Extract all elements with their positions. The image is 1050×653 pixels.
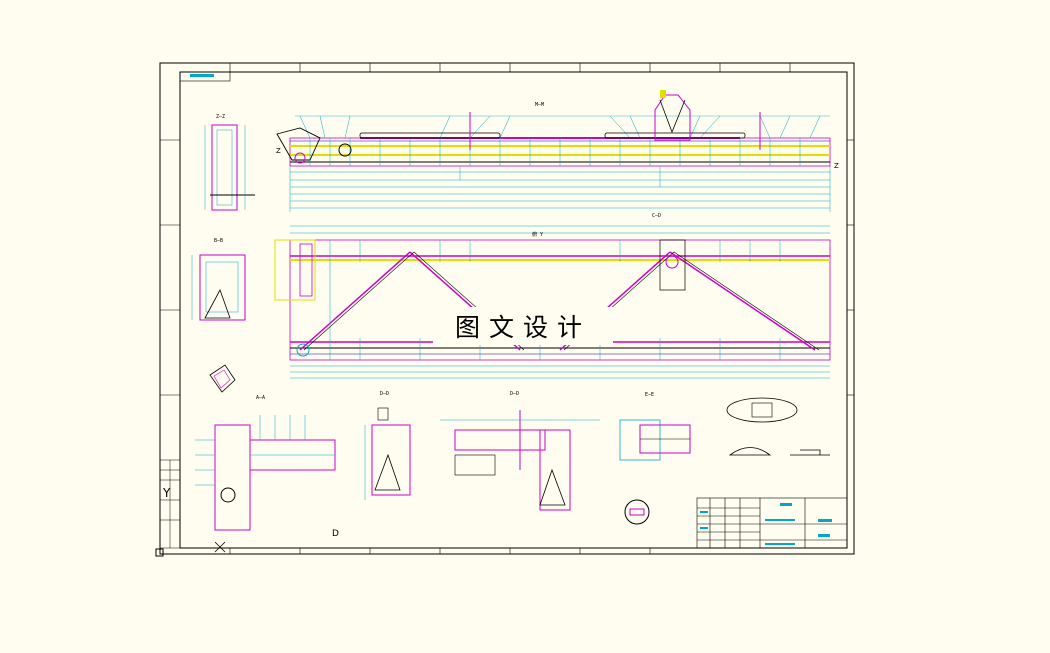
view-title-dd-right: D—D (510, 391, 519, 397)
corner-marker (155, 548, 164, 557)
view-title-zz: Z—Z (216, 114, 225, 120)
view-title-d: D (332, 529, 339, 539)
axis-y-mark: Y (162, 486, 171, 500)
section-dd-left: D—D D (332, 391, 411, 539)
view-title-ee: E—E (645, 392, 654, 398)
view-title-aa: A—A (256, 395, 265, 401)
plan-truss-view: 俯 Y C—D (274, 213, 831, 379)
section-aa: A—A (195, 395, 336, 553)
view-title-dd-left: D—D (380, 391, 389, 397)
title-block-text (700, 503, 832, 545)
corner-stamp-text (190, 74, 214, 77)
section-zz: Z—Z (204, 114, 255, 211)
revision-table (159, 459, 181, 549)
watermark-banner: 图文设计 (433, 307, 613, 345)
view-title-plan: 俯 Y (532, 231, 543, 238)
section-ee: E—E (619, 392, 691, 525)
view-title-bb: B—B (214, 238, 223, 244)
top-elevation-view: M—M Z Z (276, 90, 839, 212)
section-dd-right: D—D (440, 391, 600, 511)
title-block (696, 497, 848, 549)
z-mark-right: Z (834, 162, 839, 170)
view-title-top: M—M (535, 102, 544, 108)
z-mark-left: Z (276, 147, 281, 155)
zone-ticks (160, 63, 854, 554)
detail-ellipse (726, 397, 830, 456)
detail-hook (209, 364, 236, 393)
section-bb: B—B (191, 238, 246, 321)
view-title-cd: C—D (652, 213, 661, 219)
outer-frame (159, 62, 855, 555)
corner-stamp (179, 71, 231, 82)
